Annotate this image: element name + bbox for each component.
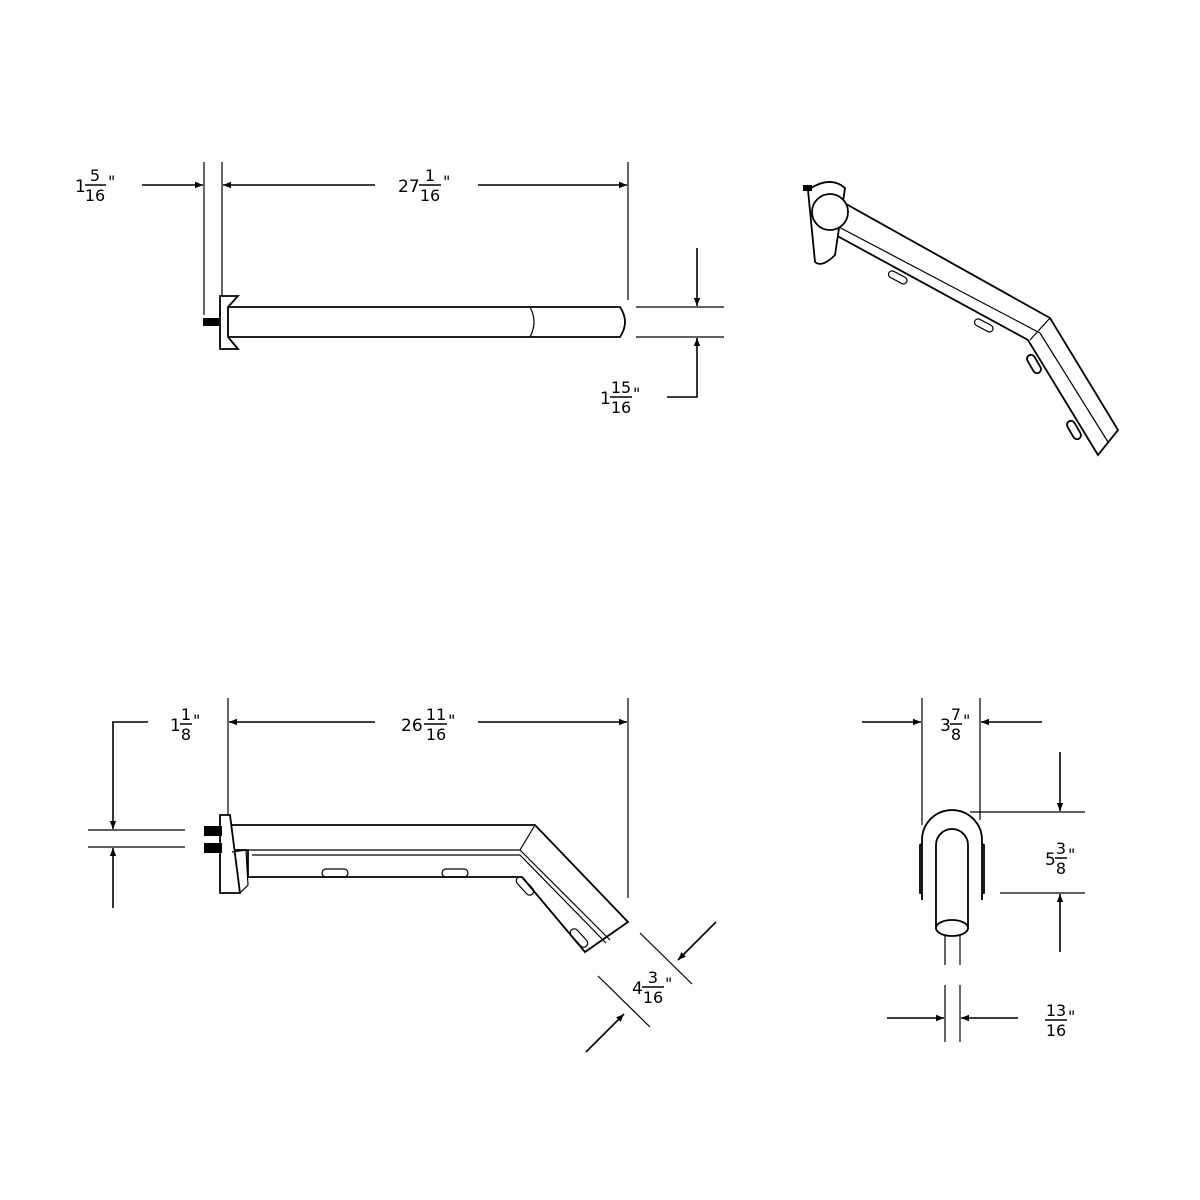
dim-numerator: 3 [648, 968, 658, 987]
iso-slot [887, 270, 908, 285]
dim-whole: 4 [632, 979, 643, 999]
dim-whole: 3 [940, 716, 951, 736]
dim-denominator: 16 [1046, 1021, 1066, 1040]
dim-denominator: 16 [426, 725, 446, 744]
top-view [142, 162, 724, 398]
dim-unit: " [963, 711, 970, 730]
end-tube [935, 828, 969, 929]
end-tube-cap [935, 919, 969, 937]
dim-unit: " [443, 172, 450, 191]
dim-denominator: 16 [611, 398, 631, 417]
mounting-flange [219, 295, 241, 350]
dim-denominator: 8 [1056, 859, 1066, 878]
mounting-bolt [204, 843, 222, 853]
dim-unit: " [1068, 845, 1075, 864]
iso-bend-edge [1029, 317, 1051, 341]
mounting-slot [321, 868, 349, 878]
dim-label-top-tube-diameter: 1 15 16 " [600, 378, 640, 417]
side-arm-body [230, 824, 630, 954]
end-view [862, 698, 1085, 1042]
dim-whole: 26 [401, 716, 423, 736]
dim-unit: " [108, 172, 115, 191]
dimension-arrow [677, 921, 717, 961]
iso-arm-body [829, 193, 1120, 457]
dim-label-side-offset: 1 1 8 " [170, 705, 200, 744]
extension-line [597, 975, 651, 1028]
dim-numerator: 1 [181, 705, 191, 724]
iso-mounting-bolt [803, 185, 812, 191]
dim-label-end-height: 5 3 8 " [1045, 839, 1075, 878]
dim-numerator: 11 [426, 705, 446, 724]
side-view [88, 698, 717, 1053]
dim-label-top-arm-length: 27 1 16 " [398, 166, 450, 205]
dim-unit: " [448, 711, 455, 730]
dim-whole: 1 [600, 389, 611, 409]
dim-label-end-width: 3 7 8 " [940, 705, 970, 744]
dim-label-side-arm-length: 26 11 16 " [401, 705, 455, 744]
dim-denominator: 8 [951, 725, 961, 744]
dim-unit: " [193, 711, 200, 730]
iso-slot [1026, 353, 1042, 375]
dim-numerator: 15 [611, 378, 631, 397]
dim-denominator: 16 [85, 186, 105, 205]
dim-numerator: 3 [1056, 839, 1066, 858]
dimension-arrow [667, 338, 701, 398]
dimension-arrow [109, 721, 148, 829]
dim-whole: 27 [398, 177, 420, 197]
dim-denominator: 8 [181, 725, 191, 744]
iso-slot [1066, 419, 1082, 441]
dimension-arrow [585, 1013, 625, 1053]
dim-whole: 1 [170, 716, 181, 736]
dim-unit: " [665, 974, 672, 993]
bend-edge [519, 824, 536, 851]
iso-arm-edge [1039, 332, 1109, 443]
dim-numerator: 13 [1046, 1001, 1066, 1020]
dim-numerator: 7 [951, 705, 961, 724]
mounting-slot [569, 928, 589, 948]
flange-gusset [231, 849, 249, 894]
dim-denominator: 16 [643, 988, 663, 1007]
iso-tube-end [811, 193, 849, 231]
dim-denominator: 16 [420, 186, 440, 205]
mounting-bolt [203, 318, 219, 326]
dim-whole: 1 [75, 177, 86, 197]
mounting-bolt [204, 826, 222, 836]
mounting-slot [515, 876, 535, 896]
dim-numerator: 5 [90, 166, 100, 185]
dim-label-side-end-width: 4 3 16 " [632, 968, 672, 1007]
arm-edge [519, 854, 607, 944]
arm-edge [519, 849, 611, 941]
dim-label-top-flange-thickness: 1 5 16 " [75, 166, 115, 205]
dim-whole: 5 [1045, 850, 1056, 870]
arm-tube [225, 306, 626, 338]
tube-seam [529, 306, 535, 338]
extension-line [639, 932, 693, 985]
dim-label-end-bolt-spacing: 13 16 " [1045, 1001, 1075, 1040]
dim-unit: " [633, 384, 640, 403]
dim-unit: " [1068, 1007, 1075, 1026]
iso-slot [973, 318, 994, 333]
mounting-slot [441, 868, 469, 878]
iso-arm-edge [834, 224, 1041, 334]
dim-numerator: 1 [425, 166, 435, 185]
isometric-view [803, 181, 1120, 457]
